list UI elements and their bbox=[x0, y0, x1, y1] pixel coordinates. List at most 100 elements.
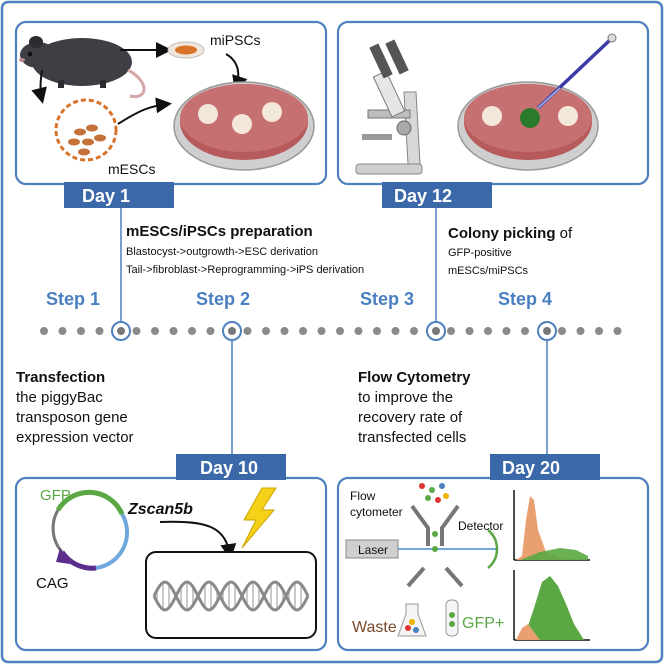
timeline-dot bbox=[40, 327, 48, 335]
picking-title-rest: of bbox=[556, 225, 574, 242]
blastocyst-icon bbox=[54, 98, 118, 162]
prep-line2: Tail->fibroblast->Reprogramming->iPS der… bbox=[126, 264, 364, 276]
day20-tag: Day 20 bbox=[490, 454, 600, 480]
plasmid-icon bbox=[51, 489, 130, 571]
cytometer-label-line2: cytometer bbox=[350, 505, 403, 519]
timeline-dot bbox=[77, 327, 85, 335]
picking-title: Colony picking of bbox=[448, 225, 573, 242]
day1-label: Day 1 bbox=[82, 186, 130, 206]
panel-day20: Flow cytometer Detector Laser bbox=[336, 476, 650, 652]
timeline-dot bbox=[188, 327, 196, 335]
detector-label: Detector bbox=[458, 519, 503, 533]
mipscs-label: miPSCs bbox=[210, 32, 261, 48]
gfp-tube-icon bbox=[445, 599, 459, 637]
pipette-icon bbox=[536, 33, 617, 110]
step-label-4: Step 4 bbox=[498, 289, 552, 309]
flow-line1: to improve the bbox=[358, 389, 453, 406]
timeline-dot bbox=[280, 327, 289, 335]
day1-tag: Day 1 bbox=[64, 182, 174, 208]
histogram-after bbox=[513, 570, 590, 641]
day12-label: Day 12 bbox=[394, 186, 452, 206]
timeline-dot bbox=[502, 327, 511, 335]
arrow-to-genome bbox=[159, 520, 237, 560]
timeline-dot bbox=[410, 327, 418, 335]
prep-line1: Blastocyst->outgrowth->ESC derivation bbox=[126, 246, 318, 258]
timeline-dot bbox=[558, 327, 566, 335]
timeline-dot bbox=[354, 327, 363, 335]
colony-dish-icon bbox=[457, 81, 599, 171]
step-label-3: Step 3 bbox=[360, 289, 414, 309]
timeline-dot bbox=[576, 327, 585, 335]
step-marker-1 bbox=[111, 321, 131, 341]
transfection-line3: expression vector bbox=[16, 429, 134, 446]
cytometer-label-line1: Flow bbox=[350, 489, 376, 503]
timeline-dot bbox=[521, 327, 529, 335]
timeline-dot bbox=[336, 327, 344, 335]
day10-tag: Day 10 bbox=[176, 454, 286, 480]
timeline-dot bbox=[373, 327, 381, 335]
flow-title: Flow Cytometry bbox=[358, 369, 471, 386]
panel-day10: GFP CAG Zscan5b bbox=[14, 476, 328, 652]
timeline-dot bbox=[132, 327, 141, 335]
histogram-before bbox=[513, 490, 590, 561]
timeline-dot bbox=[95, 327, 104, 335]
picking-line1: GFP-positive bbox=[448, 247, 512, 259]
panel-day12 bbox=[336, 20, 650, 186]
timeline-dot bbox=[447, 327, 455, 335]
day20-label: Day 20 bbox=[502, 458, 560, 478]
waste-label: Waste bbox=[352, 619, 397, 636]
waste-flask-icon bbox=[397, 603, 427, 637]
gfp-label: GFP bbox=[40, 487, 71, 504]
timeline-dot bbox=[58, 327, 67, 335]
day10-label: Day 10 bbox=[200, 458, 258, 478]
dna-helix-icon bbox=[152, 580, 310, 612]
panel-day1: miPSCs mESCs bbox=[14, 20, 328, 186]
deflector-left bbox=[406, 566, 426, 588]
step-label-1: Step 1 bbox=[46, 289, 100, 309]
flow-line3: transfected cells bbox=[358, 429, 466, 446]
flow-cytometer-icon bbox=[410, 483, 460, 546]
timeline-dot bbox=[243, 327, 252, 335]
deflector-right bbox=[444, 566, 464, 588]
timeline-dot bbox=[206, 327, 215, 335]
gene-label: Zscan5b bbox=[127, 501, 193, 518]
picking-line2: mESCs/miPSCs bbox=[448, 265, 529, 277]
step-marker-3 bbox=[426, 321, 446, 341]
timeline-dot bbox=[151, 327, 159, 335]
timeline-dot bbox=[169, 327, 178, 335]
timeline-dot bbox=[484, 327, 492, 335]
transfection-line1: the piggyBac bbox=[16, 389, 103, 406]
timeline-dot bbox=[613, 327, 622, 335]
timeline-dot bbox=[391, 327, 400, 335]
microscope-icon bbox=[355, 39, 423, 175]
mescs-label: mESCs bbox=[108, 161, 155, 177]
dna-strand bbox=[152, 580, 310, 612]
arrow-to-blastocyst bbox=[31, 69, 47, 104]
cag-label: CAG bbox=[36, 575, 69, 592]
timeline-dot bbox=[262, 327, 270, 335]
picking-title-bold: Colony picking bbox=[448, 225, 556, 242]
timeline-dot bbox=[317, 327, 326, 335]
laser-label: Laser bbox=[358, 543, 388, 557]
gfp-positive-label: GFP+ bbox=[462, 615, 504, 632]
flow-line2: recovery rate of bbox=[358, 409, 463, 426]
mouse-icon bbox=[19, 36, 146, 99]
step-marker-4 bbox=[537, 321, 557, 341]
day12-tag: Day 12 bbox=[382, 182, 492, 208]
detector-icon bbox=[487, 529, 499, 569]
timeline bbox=[40, 327, 622, 335]
step-marker-2 bbox=[222, 321, 242, 341]
timeline-dot bbox=[465, 327, 474, 335]
small-dish-icon bbox=[167, 41, 205, 59]
timeline-dot bbox=[299, 327, 307, 335]
genome-box bbox=[145, 551, 317, 639]
arrow-blastocyst-to-dish bbox=[117, 97, 172, 125]
timeline-dot bbox=[595, 327, 603, 335]
dna-strand bbox=[152, 580, 310, 612]
lightning-icon bbox=[241, 487, 277, 549]
culture-dish-icon bbox=[173, 81, 315, 171]
prep-title: mESCs/iPSCs preparation bbox=[126, 223, 313, 240]
transfection-line2: transposon gene bbox=[16, 409, 128, 426]
